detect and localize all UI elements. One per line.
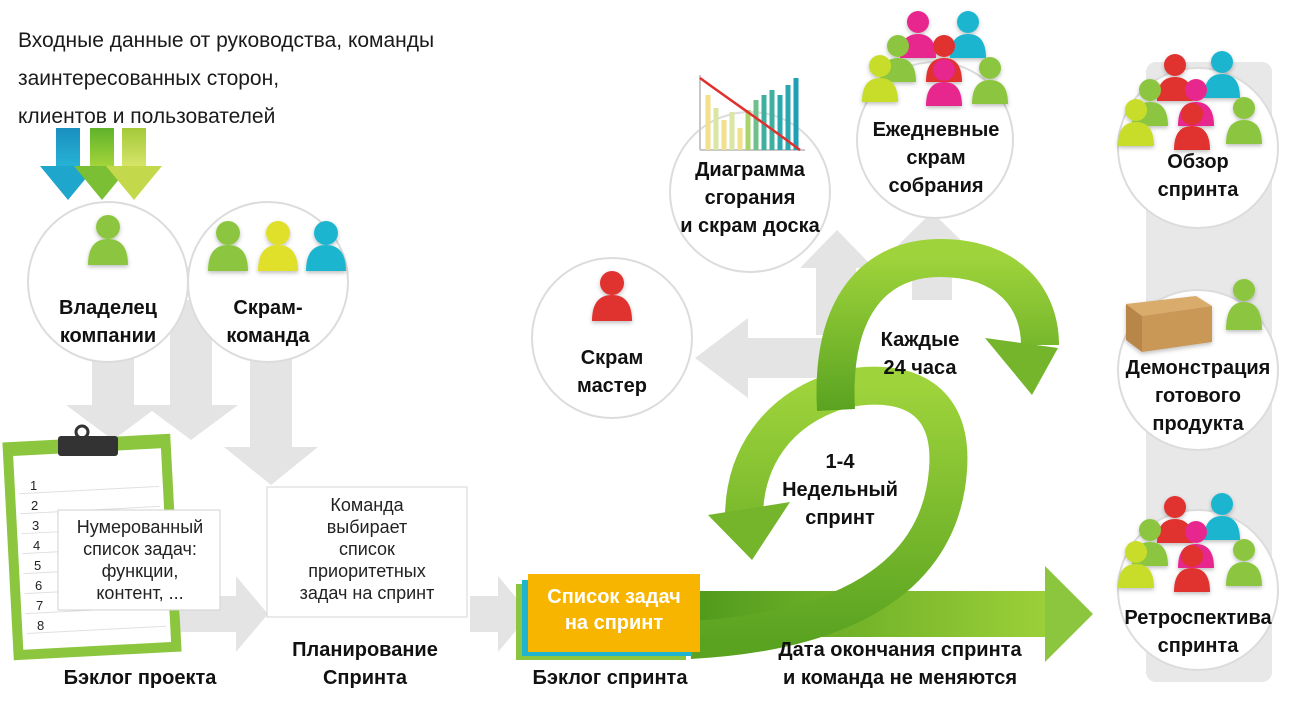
backlog-number: 6 (35, 578, 43, 593)
review-label: Обзор спринта (1157, 151, 1239, 201)
people-icons (88, 11, 1262, 592)
backlog-number: 2 (31, 498, 39, 513)
burndown-chart-icon (699, 75, 805, 152)
master-circle (531, 257, 693, 419)
owner-person-icon (88, 215, 128, 265)
cycle-arrows (688, 238, 1059, 659)
clipboard-icon (2, 424, 221, 661)
sprint-card-label: Список задач на спринт (547, 586, 681, 634)
backlog-note: Нумерованный список задач: функции, конт… (76, 517, 204, 603)
planning-caption: Планирование Спринта (292, 639, 438, 689)
team-person-icon-yellow (258, 221, 298, 271)
sprint-backlog-stack (516, 574, 700, 660)
backlog-number: 1 (30, 478, 38, 493)
master-person-icon (592, 271, 632, 321)
backlog-caption: Бэклог проекта (63, 667, 217, 689)
master-label: Скрам мастер (577, 347, 647, 397)
intro-text: Входные данные от руководства, команды з… (18, 29, 435, 128)
backlog-number: 3 (32, 518, 40, 533)
retro-group-icon (1118, 493, 1262, 592)
sprint-backlog-caption: Бэклог спринта (532, 667, 688, 689)
planning-note: Команда выбирает список приоритетных зад… (299, 495, 435, 603)
daily-cycle-label: Каждые 24 часа (880, 329, 960, 379)
demo-person-icon (1226, 279, 1262, 330)
product-box-icon (1126, 296, 1212, 352)
retro-label: Ретроспектива спринта (1124, 607, 1272, 657)
daily-group-icon (862, 11, 1008, 106)
team-person-icon-green (208, 221, 248, 271)
team-label: Скрам- команда (226, 297, 310, 347)
backlog-number: 8 (37, 618, 45, 633)
owner-label: Владелец компании (59, 297, 157, 347)
team-person-icon-blue (306, 221, 346, 271)
backlog-number: 4 (33, 538, 41, 553)
daily-label: Ежедневные скрам собрания (872, 119, 1000, 197)
sprint-length-label: 1-4 Недельный спринт (782, 451, 898, 529)
demo-label: Демонстрация готового продукта (1125, 357, 1271, 435)
backlog-number: 5 (34, 558, 42, 573)
burndown-label: Диаграмма сгорания и скрам доска (680, 159, 820, 237)
backlog-number: 7 (36, 598, 44, 613)
planning-box (266, 486, 468, 618)
input-arrows (40, 128, 162, 200)
sprint-end-caption: Дата окончания спринта и команда не меня… (778, 639, 1022, 689)
review-group-icon (1118, 51, 1262, 150)
